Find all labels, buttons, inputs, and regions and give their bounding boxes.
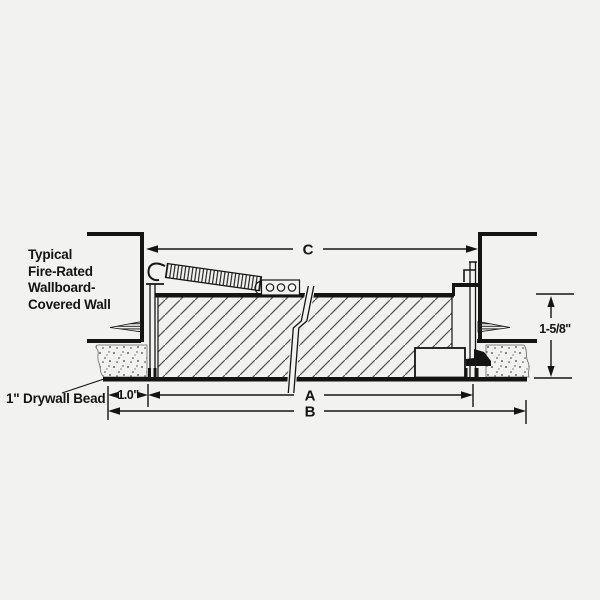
wall-type-line-4: Covered Wall <box>28 296 111 312</box>
left-frame-jamb <box>146 283 164 380</box>
right-wallboard-plaster <box>485 344 530 378</box>
latch-housing <box>414 347 466 379</box>
wall-type-line-3: Wallboard- <box>28 280 96 295</box>
left-wallboard-plaster <box>95 344 148 378</box>
drywall-bead-leader-line <box>61 378 105 394</box>
dimension-b <box>107 386 527 424</box>
left-wall-section <box>87 232 144 343</box>
right-drywall-bead-wedge <box>477 321 511 333</box>
left-drywall-bead-wedge <box>109 321 143 333</box>
dimension-bead-offset-label: 1.0" <box>117 388 139 402</box>
piano-hinge-barrel <box>254 279 301 296</box>
dimension-c-label: C <box>302 241 314 259</box>
break-line <box>286 285 316 394</box>
wall-type-line-1: Typical <box>28 247 73 262</box>
drywall-bead-label: 1" Drywall Bead <box>6 391 106 406</box>
dimension-b-label: B <box>304 403 316 421</box>
dimension-a-label: A <box>304 387 316 405</box>
gasket-spring-strip <box>164 262 263 292</box>
dimension-bead-offset <box>108 391 148 399</box>
wall-type-line-2: Fire-Rated <box>28 263 93 279</box>
spring-clip <box>147 262 166 282</box>
dimension-a <box>147 384 474 407</box>
dimension-c <box>146 245 478 253</box>
dimension-frame-depth <box>534 293 574 379</box>
latch-cam <box>466 349 491 366</box>
dimension-frame-depth-label: 1-5/8" <box>539 322 571 336</box>
